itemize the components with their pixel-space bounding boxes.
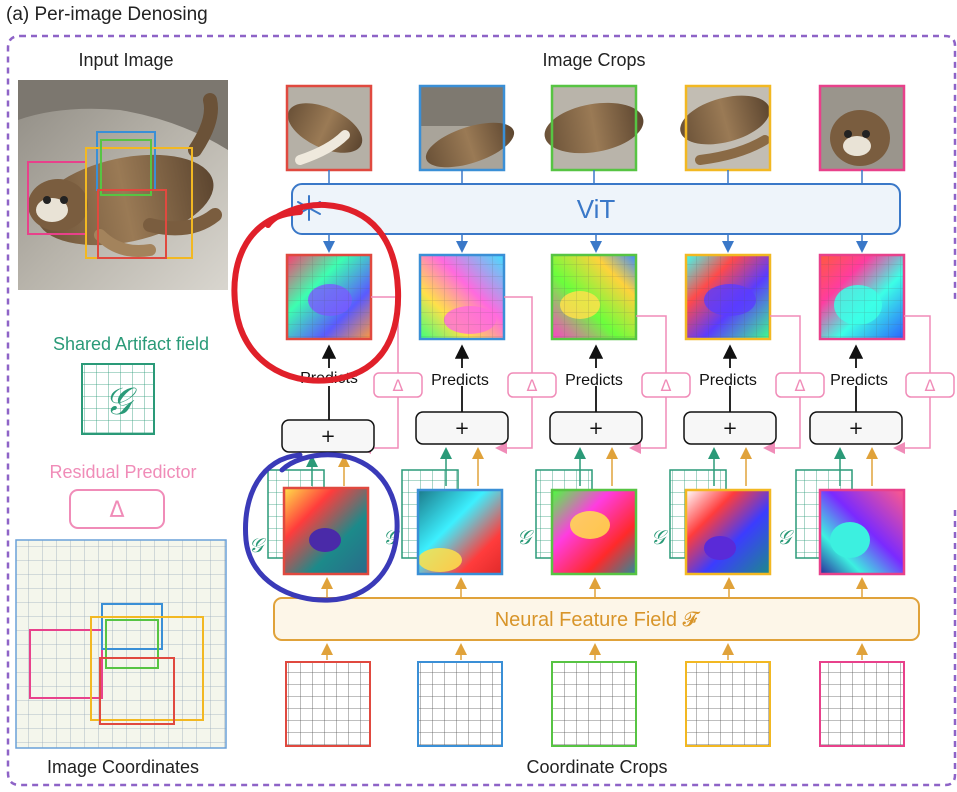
image-crop-2	[418, 84, 515, 172]
plus-label-3: +	[588, 418, 603, 439]
noisy-feature-map-3	[550, 253, 638, 341]
artifact-symbol-1: 𝒢	[249, 533, 267, 557]
artifact-to-plus-arrows	[306, 447, 846, 486]
plus-label-5: +	[848, 418, 863, 439]
image-coordinates-label: Image Coordinates	[47, 757, 199, 777]
noisy-feature-map-5	[818, 253, 906, 341]
clean-feature-map-1	[282, 486, 370, 576]
shared-artifact-field-label: Shared Artifact field	[53, 334, 209, 354]
clean-feature-map-3	[550, 488, 638, 576]
residual-paths	[359, 296, 931, 454]
coordinate-crop-3	[551, 661, 637, 747]
image-crops-label: Image Crops	[542, 50, 645, 70]
plus-label-2: +	[454, 418, 469, 439]
coordinate-crops	[285, 661, 905, 747]
residual-predictor-label: Residual Predictor	[49, 462, 196, 482]
coordinate-crop-4	[685, 661, 771, 747]
coordinate-crop-2	[417, 661, 503, 747]
dashed-container-border	[6, 34, 957, 787]
artifact-symbol-4: 𝒢	[651, 525, 669, 549]
predicts-label-3: Predicts	[565, 372, 623, 389]
coordinate-crops-label: Coordinate Crops	[526, 757, 667, 777]
noisy-feature-map-2	[418, 253, 506, 341]
input-image-label: Input Image	[78, 50, 173, 70]
delta-symbol: Δ	[109, 498, 124, 523]
plus-label-4: +	[722, 418, 737, 439]
image-coordinates-grid	[15, 539, 227, 749]
delta-label-4: Δ	[795, 376, 806, 395]
vit-block: ViT	[291, 183, 901, 235]
input-image	[18, 80, 228, 290]
image-crop-4	[680, 84, 772, 172]
figure-title: (a) Per-image Denosing	[6, 4, 208, 25]
neural-feature-field-label: Neural Feature Field 𝓕	[495, 609, 701, 631]
blue-annotation-circle	[242, 452, 400, 603]
plus-label-1: +	[320, 426, 335, 447]
residual-predictor-icon: Δ	[69, 489, 165, 529]
shared-artifact-field-icon: 𝒢	[81, 363, 155, 435]
coordinate-crop-1	[285, 661, 371, 747]
predicts-label-4: Predicts	[699, 372, 757, 389]
vit-to-features-arrows	[323, 234, 868, 253]
predicts-label-2: Predicts	[431, 372, 489, 389]
image-crop-5	[818, 84, 906, 172]
nff-to-feature-arrows	[321, 447, 878, 598]
image-crop-1	[285, 84, 373, 172]
noisy-feature-map-1	[285, 253, 373, 341]
neural-feature-field-block: Neural Feature Field 𝓕	[273, 597, 920, 641]
delta-label-1: Δ	[393, 376, 404, 395]
coordinate-crop-5	[819, 661, 905, 747]
delta-label-3: Δ	[661, 376, 672, 395]
noisy-feature-map-4	[684, 253, 772, 341]
clean-feature-map-4	[684, 488, 772, 576]
artifact-symbol-5: 𝒢	[777, 525, 795, 549]
red-annotation-circle	[231, 201, 402, 384]
artifact-symbol-3: 𝒢	[517, 525, 535, 549]
crop-to-vit-connectors	[328, 170, 863, 184]
coord-to-nff-arrows	[321, 643, 868, 660]
delta-label-2: Δ	[527, 376, 538, 395]
plus-boxes: + + + + +	[281, 411, 903, 453]
vit-label: ViT	[577, 194, 616, 224]
clean-feature-map-5	[818, 488, 906, 576]
delta-label-5: Δ	[925, 376, 936, 395]
residual-delta-boxes: Δ Δ Δ Δ Δ	[373, 372, 955, 398]
predicts-label-5: Predicts	[830, 372, 888, 389]
image-crop-3	[544, 84, 644, 172]
clean-feature-map-2	[416, 488, 504, 576]
